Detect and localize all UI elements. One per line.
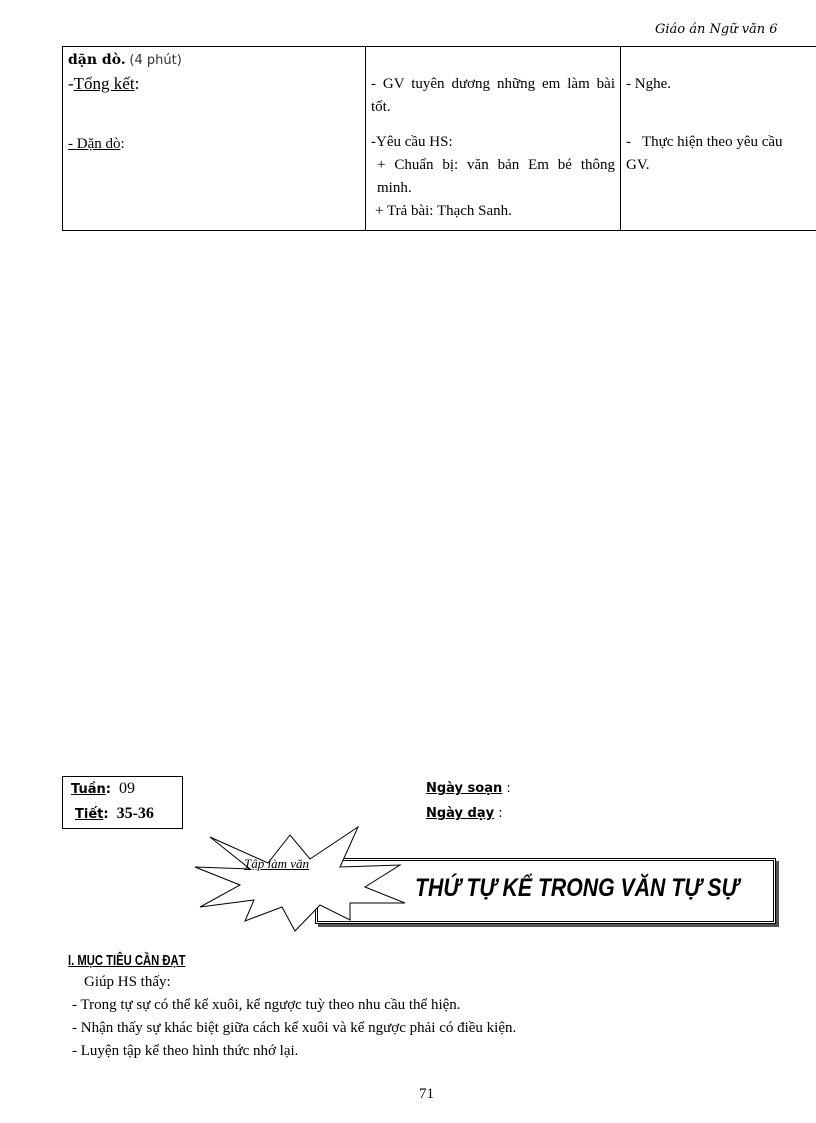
- nghe-line: - Nghe.: [626, 76, 671, 92]
- tra-bai-line: + Trả bài: Thạch Sanh.: [375, 203, 512, 219]
- tiet-label: Tiết: [75, 807, 104, 822]
- running-header: Giáo án Ngữ văn 6: [655, 22, 778, 37]
- section-intro: Giúp HS thấy:: [84, 974, 171, 990]
- week-lesson-box: Tuần: 09 Tiết: 35-36: [62, 776, 183, 829]
- dan-do-label: Dặn dò: [76, 136, 121, 152]
- section-heading: I. MỤC TIÊU CẦN ĐẠT: [68, 952, 186, 969]
- chuan-bi-line: + Chuẩn bị: văn bản Em bé thông minh.: [377, 157, 615, 196]
- objective-item: - Luyện tập kể theo hình thức nhớ lại.: [72, 1043, 299, 1059]
- objective-item: - Nhận thấy sự khác biệt giữa cách kể xu…: [72, 1020, 517, 1036]
- activity-table: dặn dò. (4 phút) -Tổng kết: - Dặn dò: - …: [62, 46, 816, 231]
- tong-ket-label: Tổng kết: [73, 74, 135, 93]
- lesson-title: THỨ TỰ KỂ TRONG VĂN TỰ SỰ: [415, 874, 739, 902]
- page-number: 71: [419, 1086, 434, 1102]
- activity-cell: dặn dò. (4 phút) -Tổng kết: - Dặn dò:: [62, 46, 366, 231]
- student-cell: - Nghe. - Thực hiện theo yêu cầu GV.: [620, 46, 816, 231]
- yeu-cau-line: -Yêu cầu HS:: [371, 134, 453, 150]
- teacher-cell: - GV tuyên dương những em làm bài tốt. -…: [365, 46, 621, 231]
- ngay-day-label: Ngày dạy: [426, 806, 495, 821]
- tiet-value: 35-36: [116, 805, 154, 822]
- activity-time: (4 phút): [129, 53, 182, 68]
- objective-item: - Trong tự sự có thể kể xuôi, kể ngược t…: [72, 997, 461, 1013]
- activity-heading: dặn dò.: [68, 52, 126, 68]
- thuc-hien-line: - Thực hiện theo yêu cầu GV.: [626, 134, 787, 173]
- tuan-value: 09: [118, 780, 135, 797]
- tuan-label: Tuần: [71, 782, 106, 797]
- category-label: Tập làm văn: [244, 856, 309, 871]
- starburst-shape: [194, 825, 406, 932]
- ngay-soan-label: Ngày soạn: [426, 781, 503, 796]
- gv-line: - GV tuyên dương những em làm bài tốt.: [371, 76, 615, 115]
